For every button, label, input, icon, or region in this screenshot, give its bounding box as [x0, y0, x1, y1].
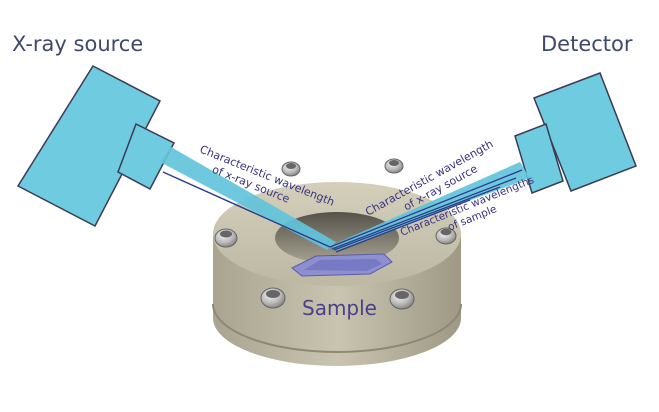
- xray-source: [16, 65, 176, 228]
- xray-source-body: [16, 65, 162, 228]
- screw-icon: [281, 161, 301, 177]
- detector-body: [533, 72, 637, 192]
- screw-icon: [260, 287, 286, 309]
- xray-source-label: X-ray source: [12, 32, 144, 56]
- holder-groove: [212, 303, 462, 353]
- screw-icon: [435, 227, 457, 245]
- screw-icon: [384, 158, 404, 174]
- xray-source-nozzle: [117, 122, 176, 191]
- sample-surface: [304, 259, 382, 271]
- sample-label: Sample: [302, 296, 377, 320]
- incident-ray: [162, 171, 331, 248]
- detector-label: Detector: [541, 32, 633, 56]
- screw-icon: [214, 228, 238, 248]
- emitted-rays: [329, 169, 523, 253]
- screw-icon: [389, 288, 415, 310]
- reflected-beam: [330, 162, 530, 250]
- incident-beam: [160, 147, 336, 250]
